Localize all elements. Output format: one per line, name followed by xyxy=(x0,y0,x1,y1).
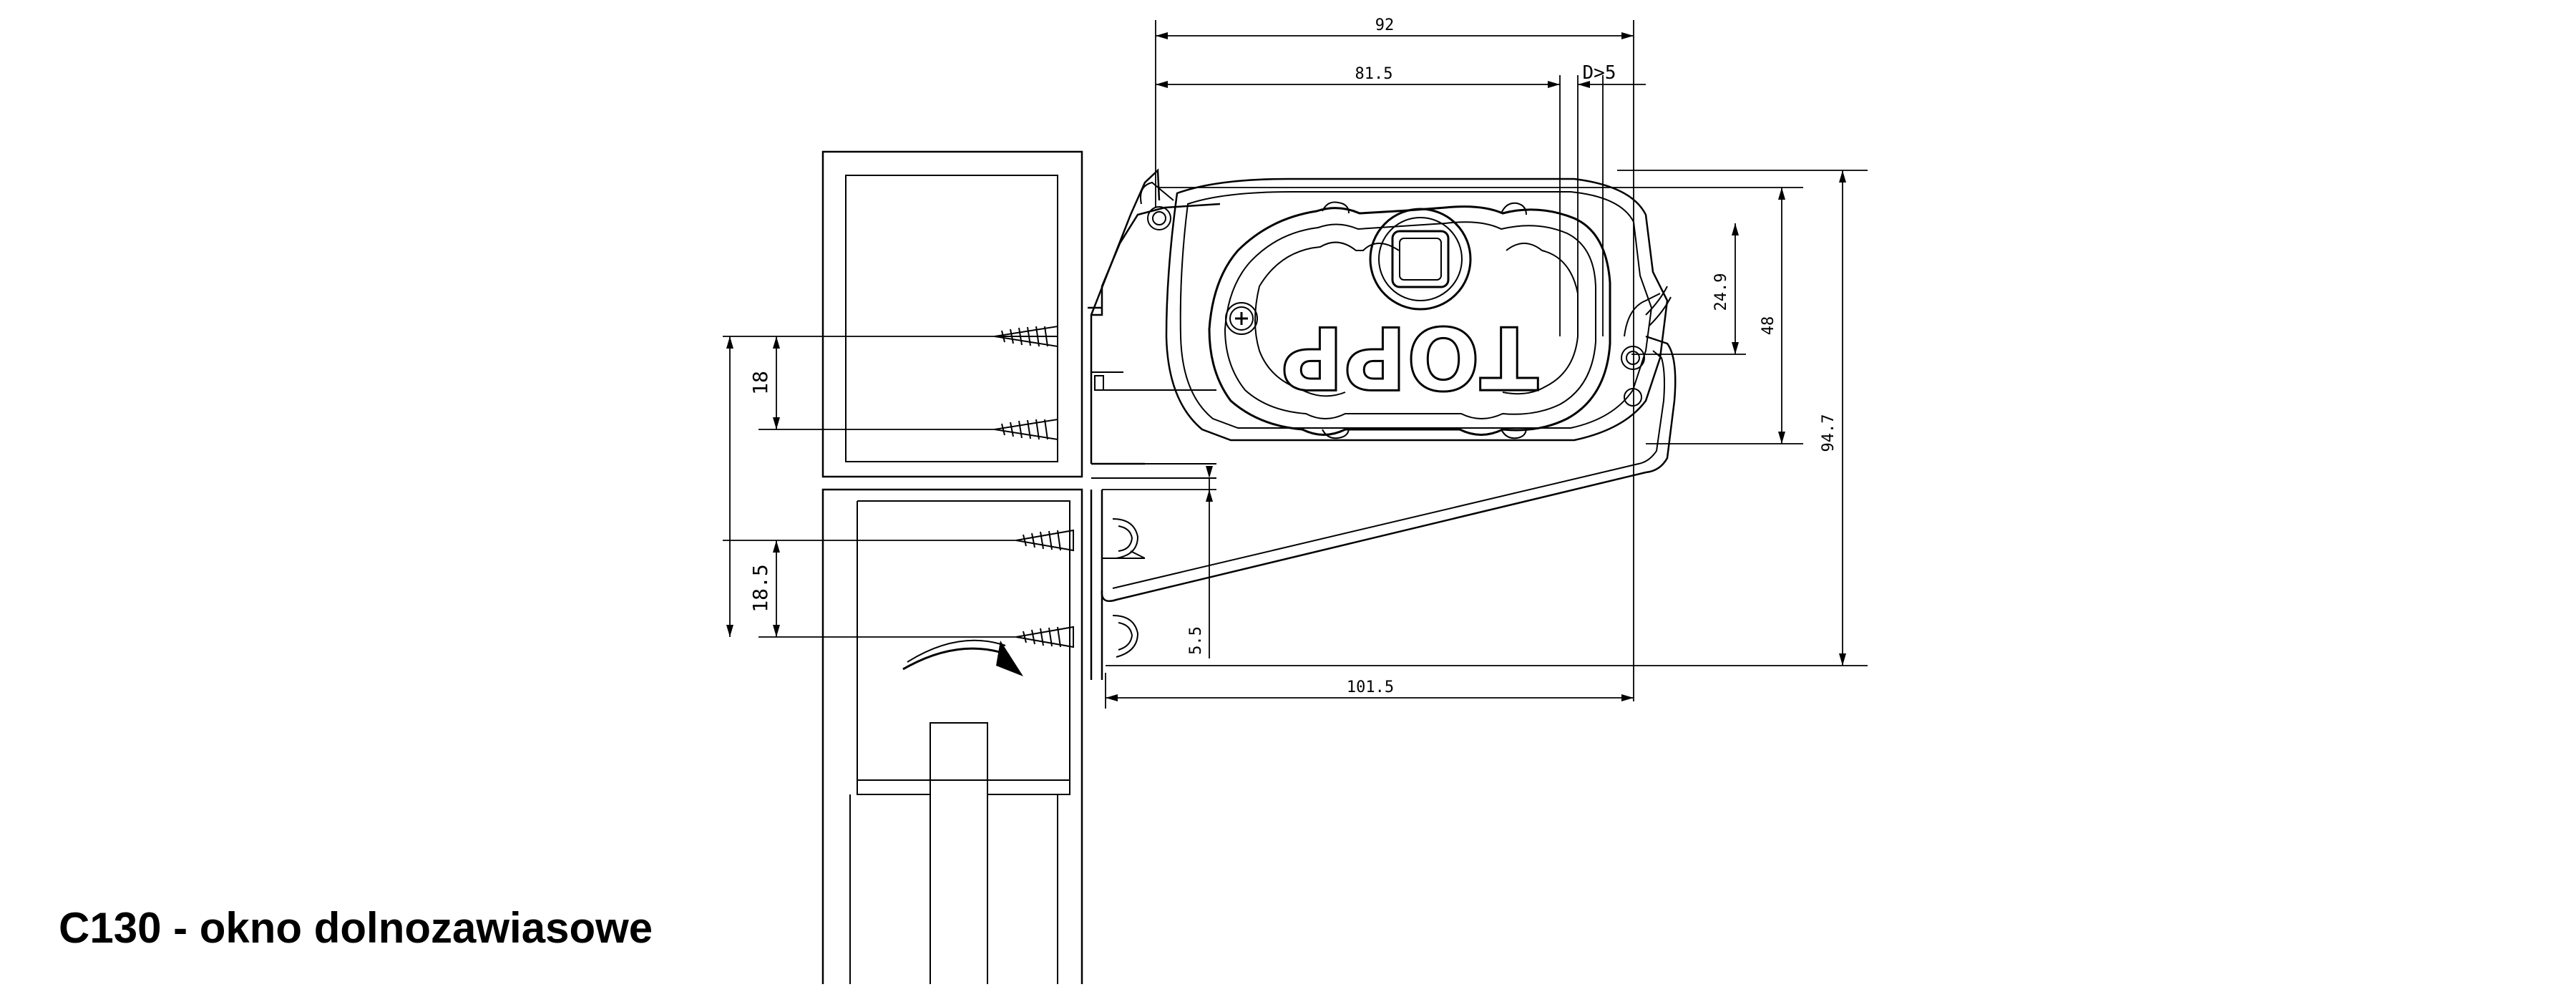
pivot-left xyxy=(1140,181,1174,230)
arrowheads xyxy=(726,32,1846,701)
sash-profile xyxy=(821,488,1083,984)
pivot-right xyxy=(1621,286,1672,407)
dim-94-7: 94.7 xyxy=(1820,414,1838,452)
dimension-labels: 92 81.5 D>5 101.5 24.9 48 94.7 18 18.5 5… xyxy=(748,16,1838,696)
sash-bracket xyxy=(1090,490,1146,680)
frame-profile xyxy=(821,150,1083,478)
screw-1 xyxy=(994,325,1058,348)
dim-81-5: 81.5 xyxy=(1355,65,1393,83)
dim-5-5: 5.5 xyxy=(1187,626,1205,655)
dim-92: 92 xyxy=(1375,16,1395,34)
screw-4 xyxy=(1015,626,1074,648)
screw-2 xyxy=(994,418,1058,441)
dim-d-gt-5: D>5 xyxy=(1583,62,1616,84)
drawing-title: C130 - okno dolnozawiasowe xyxy=(59,904,653,952)
topp-logo: TOPP xyxy=(1280,306,1540,407)
dimension-lines xyxy=(723,20,1868,709)
dim-18-5: 18.5 xyxy=(748,564,772,612)
screw-3 xyxy=(1015,529,1074,552)
opener-arm xyxy=(1101,335,1677,603)
logo-text: TOPP xyxy=(1281,306,1538,406)
window-opener xyxy=(1088,168,1677,680)
screws xyxy=(994,325,1074,648)
dim-24-9: 24.9 xyxy=(1712,273,1730,311)
dim-48: 48 xyxy=(1760,316,1777,336)
dim-101-5: 101.5 xyxy=(1347,678,1394,696)
dim-18: 18 xyxy=(748,371,772,395)
